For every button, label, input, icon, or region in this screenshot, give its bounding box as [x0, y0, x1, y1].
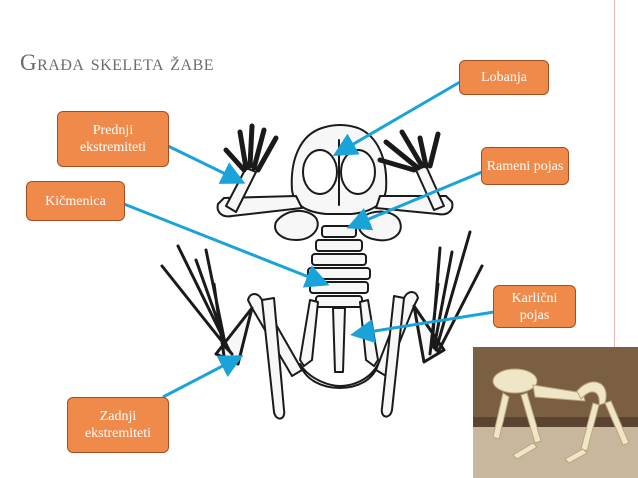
- label-lobanja: Lobanja: [459, 60, 549, 95]
- label-rameni-pojas: Rameni pojas: [481, 147, 569, 185]
- vertebra-4: [307, 267, 371, 280]
- left-foot: [160, 244, 254, 366]
- vertebra-5: [309, 281, 369, 294]
- left-orbit: [302, 149, 338, 195]
- left-ilium: [299, 299, 319, 367]
- label-zadnji-ekstremiteti: Zadnji ekstremiteti: [67, 397, 169, 453]
- page-title: Građa skeleta žabe: [20, 50, 215, 75]
- pelvis-base: [299, 363, 379, 389]
- left-hand: [223, 123, 279, 173]
- vertebra-3: [311, 253, 367, 266]
- right-ilium: [359, 299, 379, 367]
- label-karlicni-pojas: Karlični pojas: [493, 285, 576, 328]
- frog-skeleton-photo: [473, 347, 638, 478]
- label-kicmenica: Kičmenica: [26, 181, 125, 221]
- shoulder-girdle-left: [274, 210, 319, 241]
- right-orbit: [340, 149, 376, 195]
- label-prednji-ekstremiteti: Prednji ekstremiteti: [57, 111, 169, 167]
- vertebra-2: [315, 239, 363, 252]
- vertebra-1: [321, 225, 357, 238]
- left-tibia: [261, 297, 286, 420]
- urostyle: [332, 307, 346, 373]
- right-foot: [412, 230, 484, 364]
- slide-edge-line: [614, 0, 615, 478]
- shoulder-girdle-right: [357, 210, 402, 242]
- right-hand: [377, 129, 441, 173]
- vertebra-6: [315, 295, 363, 308]
